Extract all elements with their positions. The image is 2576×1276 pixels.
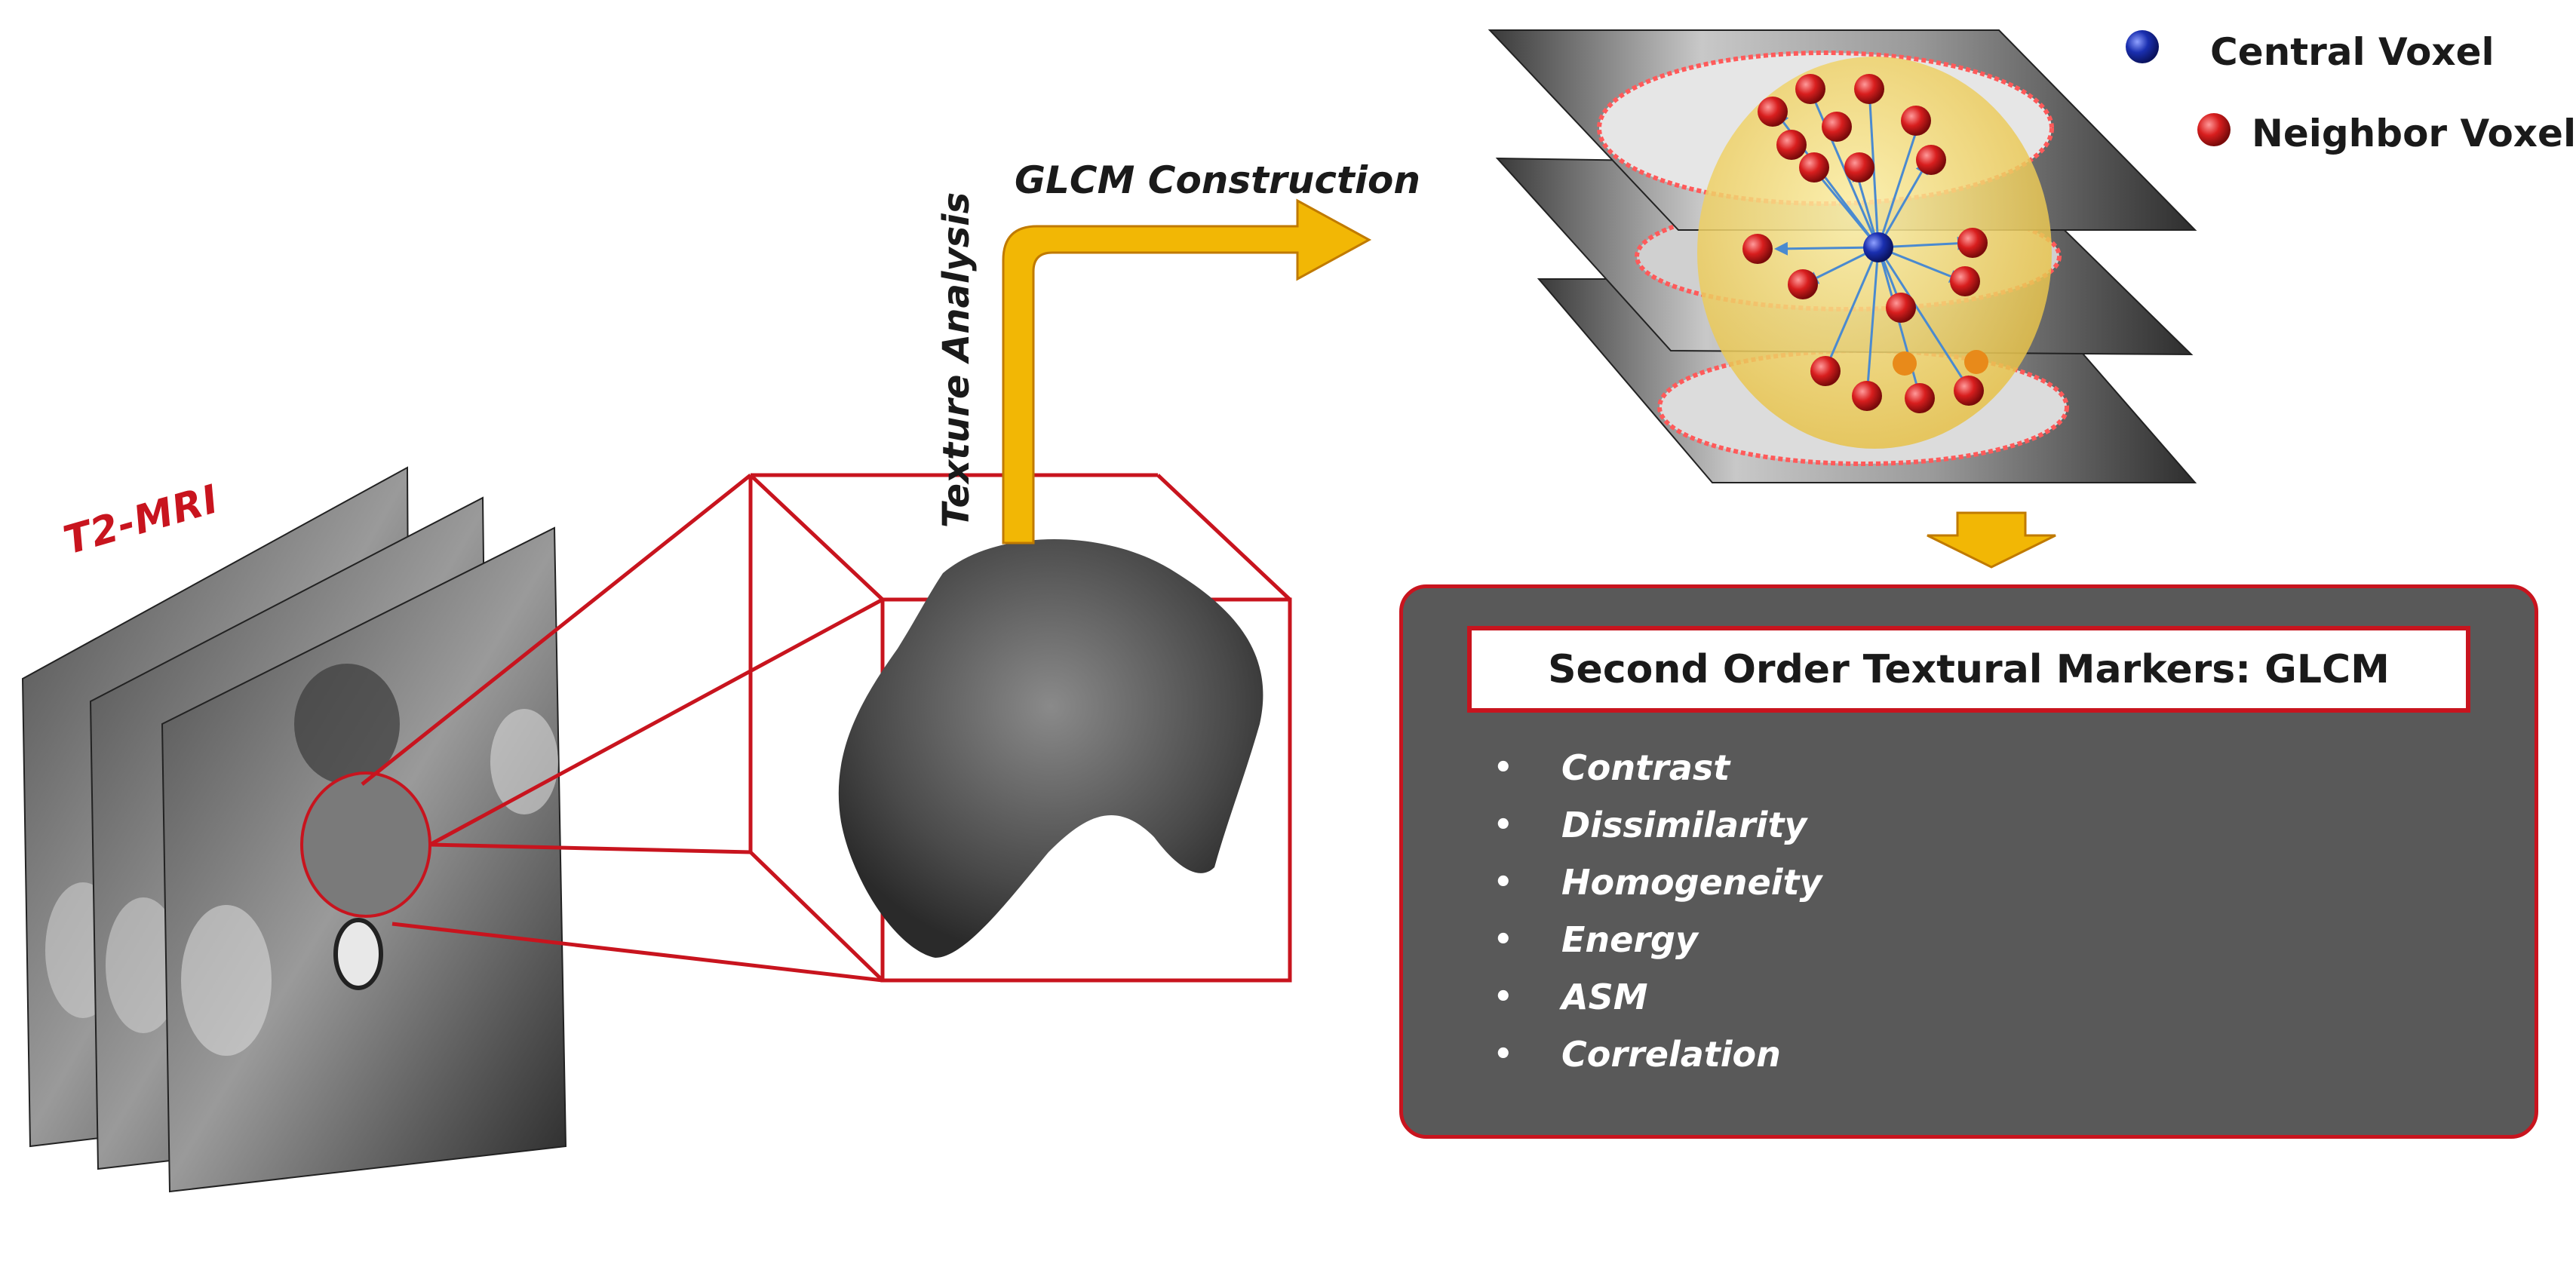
neighbor-voxel xyxy=(1954,376,1984,406)
texture-analysis-label: Texture Analysis xyxy=(935,192,978,528)
legend-central-icon xyxy=(2126,30,2159,63)
marker-item: •Correlation xyxy=(1494,1034,1781,1075)
marker-list: •Contrast •Dissimilarity •Homogeneity •E… xyxy=(1494,739,1822,1083)
panel-title: Second Order Textural Markers: GLCM xyxy=(1548,646,2390,692)
down-arrow xyxy=(1927,511,2056,569)
mri-slice-stack xyxy=(0,466,588,1274)
tumor-volume xyxy=(838,539,1263,958)
glcm-arrow xyxy=(1002,198,1372,544)
neighbor-voxel xyxy=(1901,106,1931,136)
neighbor-voxel xyxy=(1886,293,1916,323)
legend-neighbor-icon xyxy=(2197,113,2231,146)
neighbor-voxel xyxy=(1822,112,1852,142)
neighbor-voxel xyxy=(1905,383,1935,413)
neighbor-voxel xyxy=(1788,269,1818,299)
voxel-slices xyxy=(1488,29,2197,483)
marker-item: •ASM xyxy=(1494,977,1648,1017)
neighbor-voxel xyxy=(1893,351,1917,376)
marker-label: Correlation xyxy=(1561,1034,1781,1075)
neighbor-voxel xyxy=(1854,74,1884,104)
neighbor-voxel xyxy=(1742,234,1773,264)
legend-central-label: Central Voxel xyxy=(2210,30,2495,74)
panel-title-box: Second Order Textural Markers: GLCM xyxy=(1467,626,2470,713)
glcm-markers-panel: Second Order Textural Markers: GLCM •Con… xyxy=(1399,584,2538,1139)
neighbor-voxel xyxy=(1844,152,1874,183)
marker-item: •Homogeneity xyxy=(1494,862,1822,903)
neighbor-voxels xyxy=(1742,74,1988,413)
neighbor-voxel xyxy=(1916,145,1946,175)
marker-label: Energy xyxy=(1561,919,1698,960)
neighbor-voxel xyxy=(1950,266,1980,296)
marker-item: •Contrast xyxy=(1494,747,1730,788)
neighbor-voxel xyxy=(1795,74,1825,104)
marker-label: ASM xyxy=(1561,977,1648,1017)
marker-label: Dissimilarity xyxy=(1561,805,1807,845)
neighbor-voxel xyxy=(1964,350,1988,374)
marker-item: •Energy xyxy=(1494,919,1698,960)
central-voxel xyxy=(1863,232,1893,262)
neighbor-voxel xyxy=(1810,356,1841,386)
neighbor-voxel xyxy=(1799,152,1829,183)
marker-item: •Dissimilarity xyxy=(1494,805,1807,845)
marker-label: Contrast xyxy=(1561,747,1730,788)
neighbor-voxel xyxy=(1957,228,1988,258)
neighbor-voxel xyxy=(1776,130,1807,160)
legend-neighbor-label: Neighbor Voxel xyxy=(2252,112,2576,155)
marker-label: Homogeneity xyxy=(1561,862,1822,903)
neighbor-voxel xyxy=(1852,381,1882,411)
glcm-construction-label: GLCM Construction xyxy=(1015,158,1420,202)
neighbor-voxel xyxy=(1758,97,1788,127)
projection-lines xyxy=(361,474,884,983)
